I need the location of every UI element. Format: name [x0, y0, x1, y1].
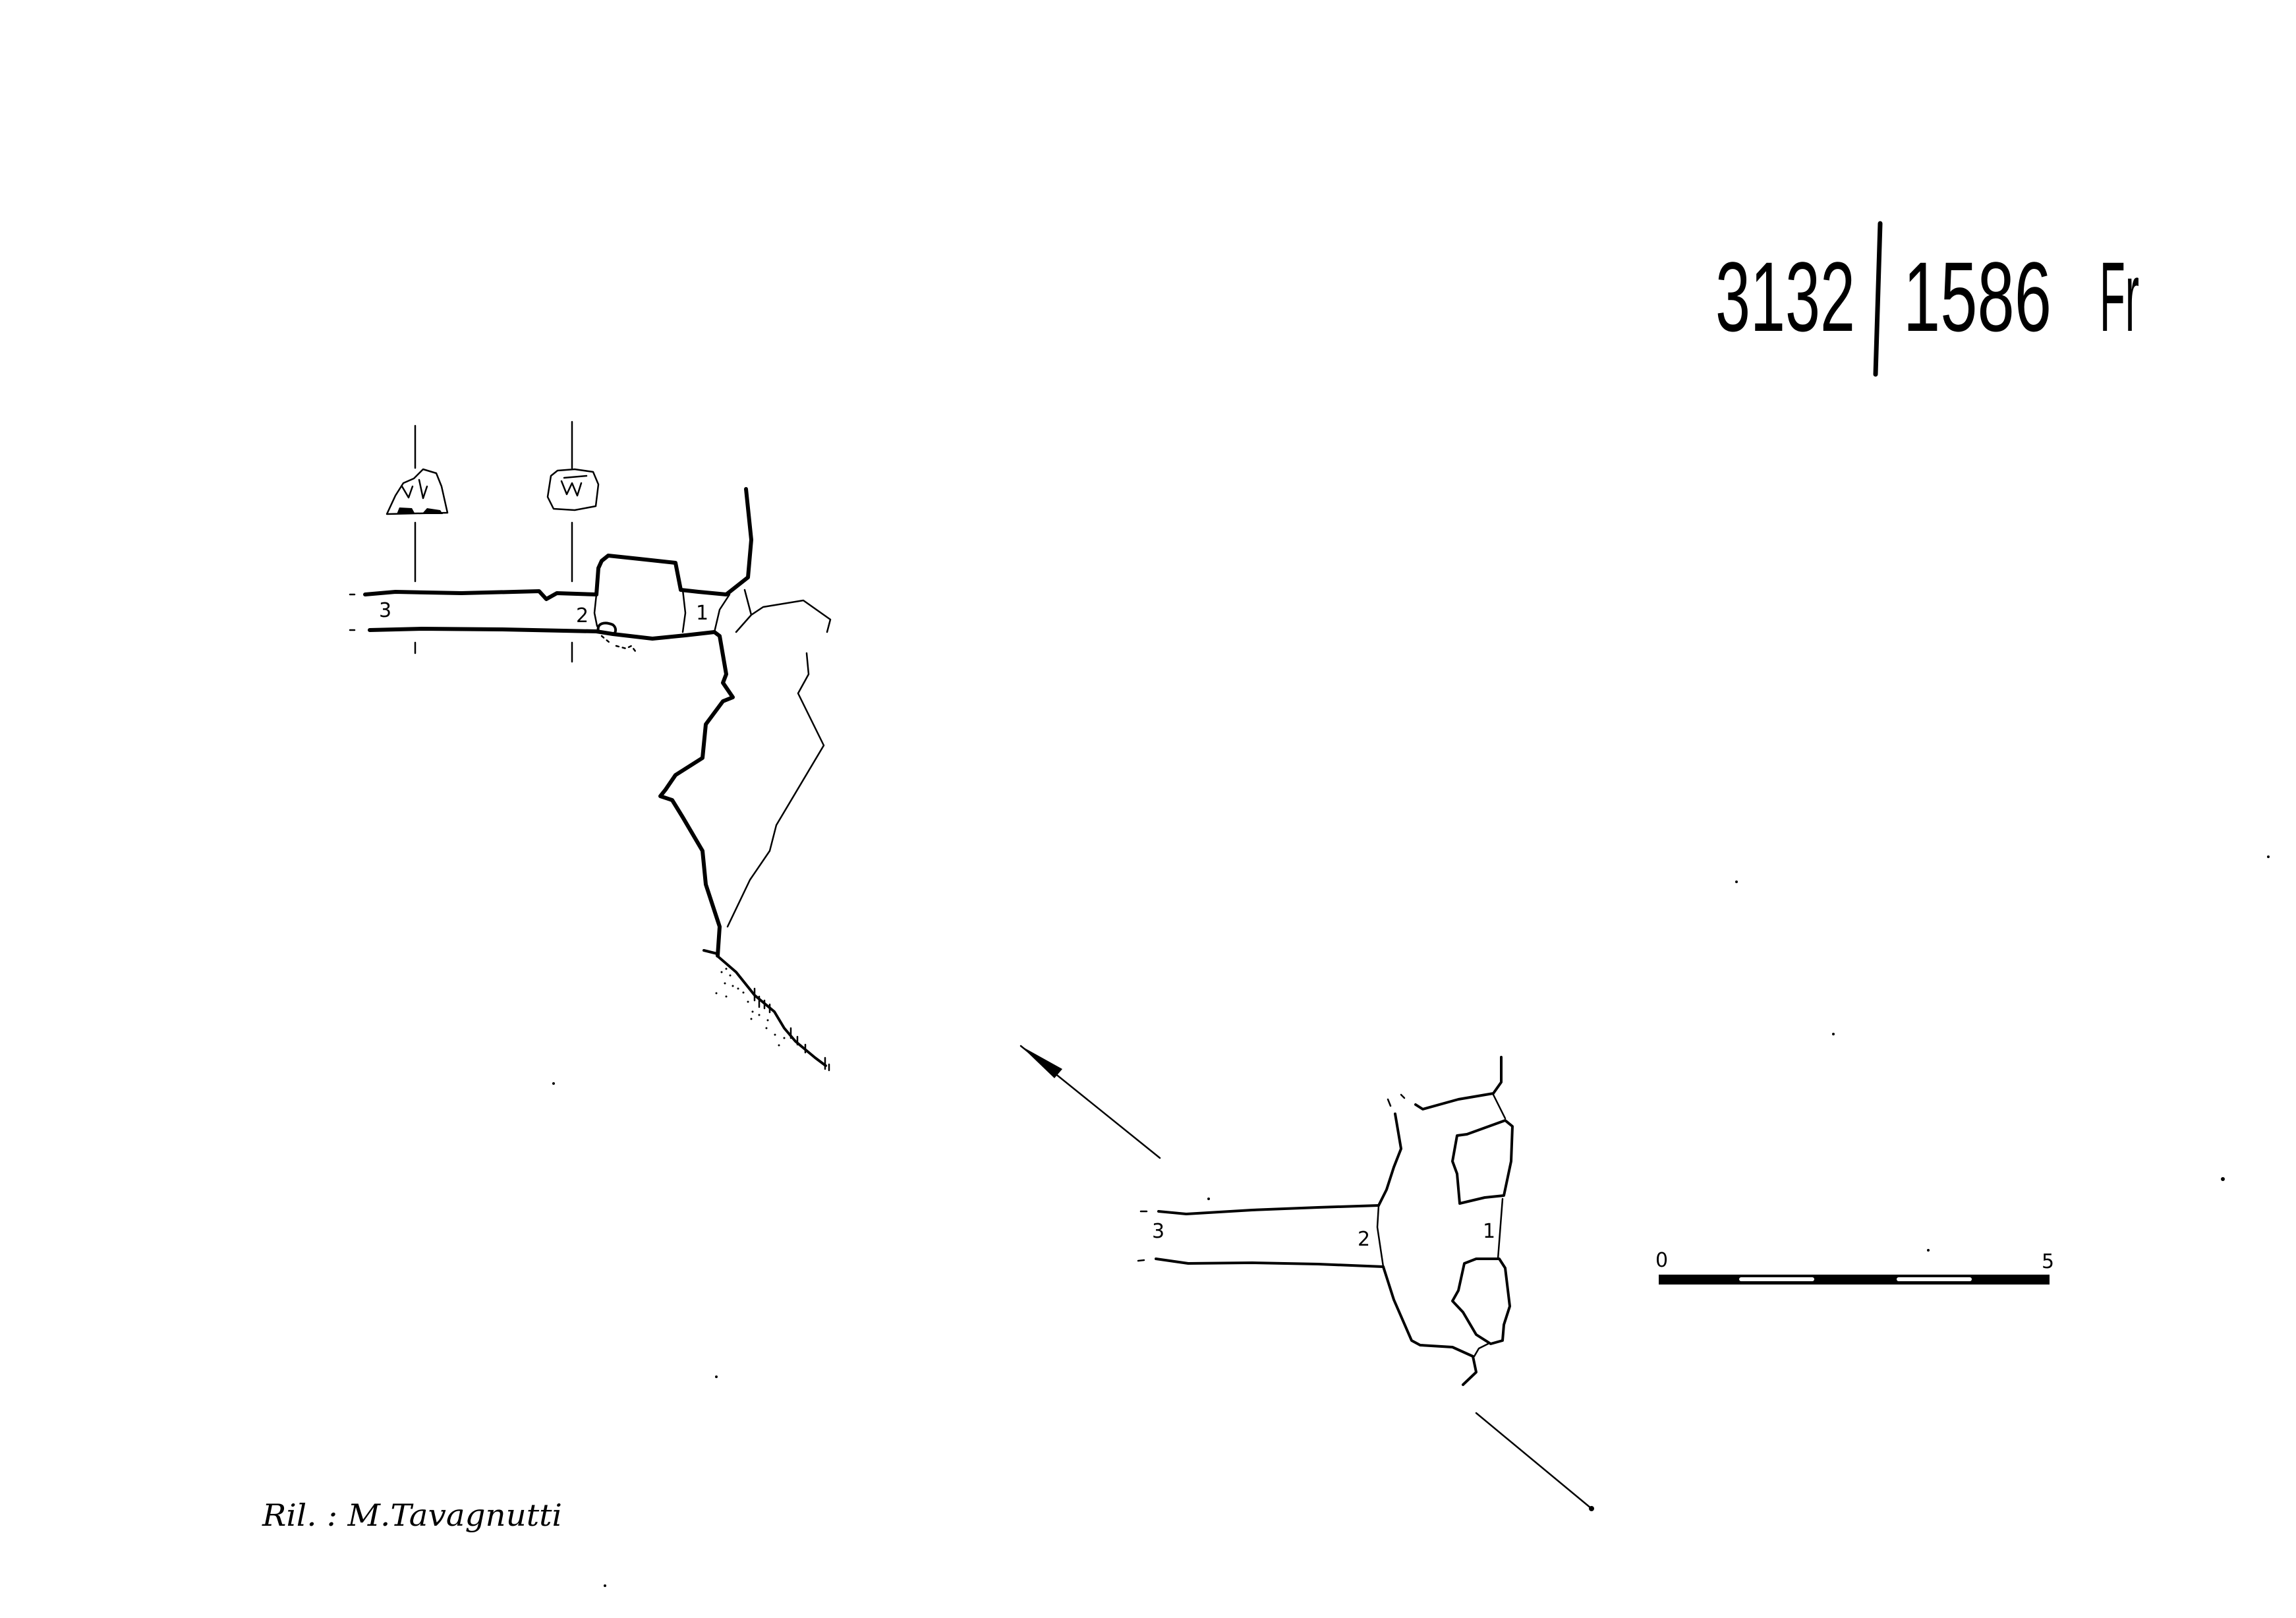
plan-passage-wall-right [1155, 1257, 1385, 1268]
section-trace-end-dot [1589, 1506, 1594, 1511]
plan-station-2: 2 [1358, 1228, 1370, 1251]
cross-section-profile-a [386, 468, 449, 515]
plan-open-edge-dashes [1387, 1093, 1406, 1107]
plan-section-line-1 [1473, 1093, 1507, 1358]
scale-end-label: 5 [2042, 1250, 2054, 1273]
passage-ceiling [363, 589, 598, 601]
vegetation-hatching [753, 987, 830, 1072]
cave-number: 3132 [1715, 241, 1855, 352]
boulder-lower [1451, 1257, 1511, 1345]
province-code: Fr [2100, 241, 2139, 352]
title-divider [1873, 221, 1883, 377]
doline-far-wall [726, 652, 825, 928]
passage-section-lines [593, 589, 731, 633]
section-view: 3 2 1 [349, 420, 832, 1072]
ground-slope [703, 949, 827, 1067]
plan-chamber-wall-lower [1382, 1265, 1478, 1386]
doline-rim [735, 589, 832, 633]
scree-stipple [715, 968, 786, 1047]
plan-view: 3 2 1 [1019, 1045, 1594, 1511]
passage-continuation-dashes [349, 593, 356, 631]
regional-number: 1586 [1903, 241, 2052, 352]
plan-station-1: 1 [1483, 1220, 1495, 1243]
debris-trail [600, 635, 637, 652]
cross-section-profile-b [546, 468, 600, 511]
debris-block [596, 621, 617, 635]
plan-chamber-wall-upper [1377, 1112, 1402, 1207]
arrow-icon [1019, 1045, 1161, 1159]
paper-specks [552, 855, 2270, 1587]
entrance-wall [594, 487, 753, 596]
plan-station-3: 3 [1152, 1220, 1164, 1243]
surveyor-credit: Ril. : M.Tavagnutti [262, 1497, 562, 1533]
plan-passage-wall-left [1157, 1204, 1380, 1215]
cave-id-title: 3132 1586 Fr [1715, 221, 2139, 377]
scale-start-label: 0 [1655, 1249, 1668, 1272]
plan-section-line-2 [1376, 1204, 1385, 1268]
doline-wall [658, 630, 735, 958]
scale-bar: 0 5 [1655, 1249, 2054, 1285]
section-station-1: 1 [696, 602, 708, 625]
plan-entrance-wall [1414, 1056, 1503, 1111]
section-station-3: 3 [379, 599, 391, 622]
boulder-upper [1451, 1119, 1514, 1205]
section-station-2: 2 [576, 604, 588, 627]
passage-floor [368, 627, 716, 641]
section-trace-line [1475, 1412, 1593, 1510]
plan-continuation-dashes [1137, 1210, 1148, 1262]
